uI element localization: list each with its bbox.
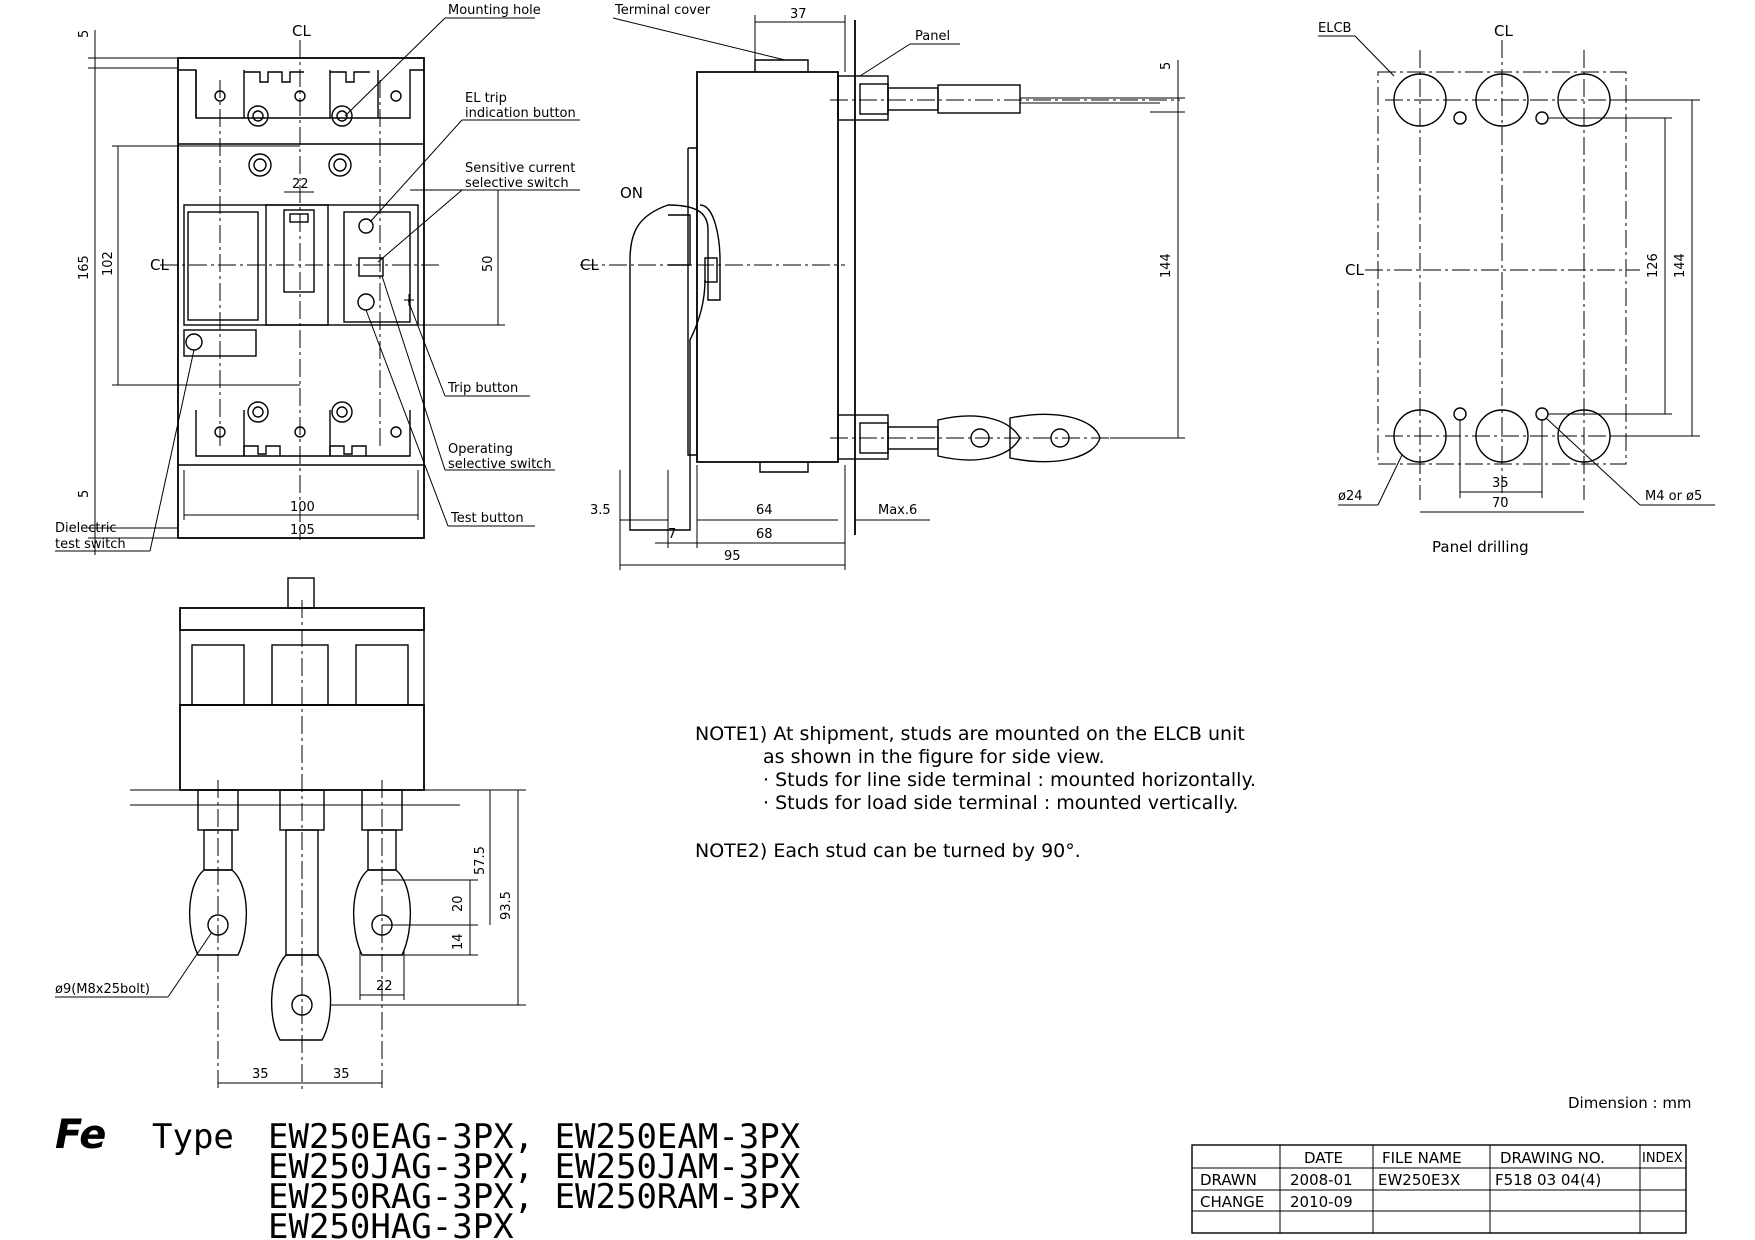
side-centerline-mark: CL (580, 256, 599, 274)
dimension-unit: Dimension : mm (1568, 1094, 1692, 1112)
drill-centerline-mark: CL (1494, 22, 1513, 40)
label-bolt: ø9(M8x25bolt) (55, 982, 150, 997)
dim-spacing-2: 35 (333, 1067, 350, 1082)
label-trip-button: Trip button (447, 381, 518, 396)
label-mounting-hole: Mounting hole (448, 3, 541, 18)
dim-d4: 68 (756, 527, 773, 542)
note1-line2: as shown in the figure for side view. (763, 746, 1105, 768)
dim-d5: 95 (724, 549, 741, 564)
dim-drill-70: 70 (1492, 496, 1509, 511)
fuji-logo: Fe (55, 1112, 106, 1158)
type-model-1: EW250EAG-3PX, EW250EAM-3PX (268, 1117, 801, 1157)
type-model-2: EW250JAG-3PX, EW250JAM-3PX (268, 1147, 801, 1187)
type-model-3: EW250RAG-3PX, EW250RAM-3PX (268, 1177, 801, 1217)
front-body (177, 57, 425, 539)
label-dielectric-1: Dielectric (55, 521, 117, 536)
note2: NOTE2) Each stud can be turned by 90°. (695, 840, 1081, 862)
dim-bottom-margin: 5 (77, 490, 92, 498)
dim-height-total: 165 (77, 255, 92, 280)
sensitive-switch (358, 257, 384, 277)
cell-change-date: 2010-09 (1290, 1193, 1353, 1211)
side-body (696, 71, 839, 463)
cell-drawn-date: 2008-01 (1290, 1171, 1353, 1189)
front-centerline-mark: CL (292, 22, 311, 40)
dim-20: 20 (451, 895, 466, 912)
dim-max: Max.6 (878, 503, 917, 518)
side-view: ON CL 37 5 144 3.5 7 6 (580, 3, 1185, 570)
label-sensitive-2: selective switch (465, 176, 569, 191)
label-operating-1: Operating (448, 442, 513, 457)
label-test-button: Test button (450, 511, 524, 526)
dim-side-height: 144 (1159, 253, 1174, 278)
label-dielectric-2: test switch (55, 537, 126, 552)
cell-change: CHANGE (1200, 1193, 1264, 1211)
cell-drawn: DRAWN (1200, 1171, 1257, 1189)
dim-width-22: 22 (376, 979, 393, 994)
dim-drill-35: 35 (1492, 476, 1509, 491)
dim-width-inner: 100 (290, 500, 315, 515)
th-drawing-no: DRAWING NO. (1500, 1149, 1605, 1167)
dim-height-mount: 102 (101, 251, 116, 276)
label-operating-2: selective switch (448, 457, 552, 472)
th-index: INDEX (1642, 1151, 1683, 1166)
cell-drawing-no: F518 03 04(4) (1495, 1171, 1601, 1189)
top-terminal-outline (178, 69, 424, 119)
dim-panel-height: 50 (481, 255, 496, 272)
label-on: ON (620, 184, 643, 202)
th-file-name: FILE NAME (1382, 1149, 1462, 1167)
front-centerline-mark-side: CL (150, 256, 169, 274)
dim-hole-dia: ø24 (1338, 489, 1363, 504)
front-view: CL CL 5 5 165 102 22 50 100 105 Mounting… (55, 3, 580, 555)
dim-width-outer: 105 (290, 523, 315, 538)
dim-93-5: 93.5 (499, 891, 514, 920)
dim-stud-offset: 5 (1159, 62, 1174, 70)
cell-file-name: EW250E3X (1378, 1171, 1460, 1189)
drill-centerline-mark-side: CL (1345, 261, 1364, 279)
label-elcb: ELCB (1318, 21, 1351, 36)
dim-drill-126: 126 (1646, 253, 1661, 278)
note1-line4: · Studs for load side terminal : mounted… (763, 792, 1238, 814)
dim-57-5: 57.5 (473, 846, 488, 875)
type-label: Type (152, 1117, 234, 1157)
type-model-4: EW250HAG-3PX (268, 1207, 514, 1240)
dim-14: 14 (451, 933, 466, 950)
note1-line1: NOTE1) At shipment, studs are mounted on… (695, 723, 1245, 745)
dim-d3: 64 (756, 503, 773, 518)
type-block: Fe Type EW250EAG-3PX, EW250EAM-3PX EW250… (55, 1112, 801, 1240)
th-date: DATE (1304, 1149, 1343, 1167)
label-el-trip-2: indication button (465, 106, 576, 121)
dim-drill-144: 144 (1673, 253, 1688, 278)
dim-screw: M4 or ø5 (1645, 489, 1702, 504)
panel-drilling: CL CL 126 144 35 70 ø24 M4 or ø5 ELCB Pa… (1318, 21, 1715, 556)
dim-d1: 3.5 (590, 503, 611, 518)
label-terminal-cover: Terminal cover (614, 3, 711, 18)
dim-d2: 7 (668, 527, 676, 542)
bottom-view: 35 35 22 20 14 57.5 93.5 ø9(M8x25bolt) (55, 577, 526, 1090)
title-table: DATE FILE NAME DRAWING NO. INDEX DRAWN 2… (1191, 1144, 1687, 1234)
dim-handle-width: 22 (292, 177, 309, 192)
label-panel: Panel (915, 29, 950, 44)
dim-cover: 37 (790, 7, 807, 22)
note1-line3: · Studs for line side terminal : mounted… (763, 769, 1256, 791)
dim-top-margin: 5 (77, 30, 92, 38)
label-el-trip-1: EL trip (465, 91, 507, 106)
handle (283, 209, 315, 293)
panel-drilling-title: Panel drilling (1432, 538, 1529, 556)
notes: NOTE1) At shipment, studs are mounted on… (695, 723, 1256, 862)
label-sensitive-1: Sensitive current (465, 161, 575, 176)
dim-spacing-1: 35 (252, 1067, 269, 1082)
